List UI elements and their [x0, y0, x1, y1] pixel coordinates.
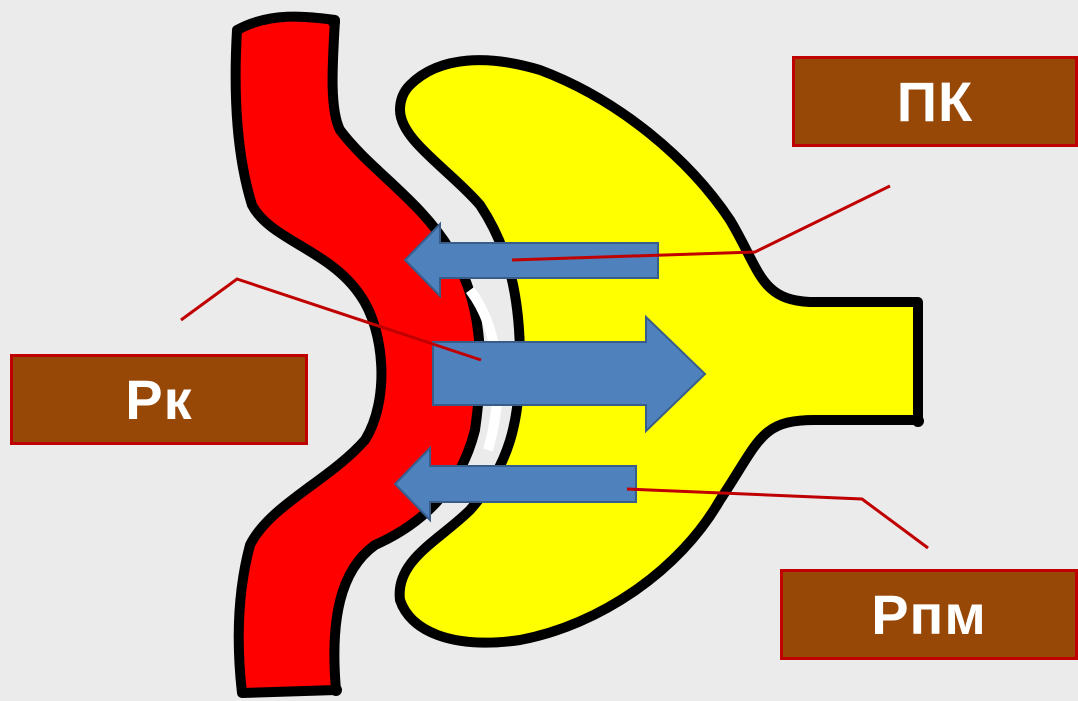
label-rpm-text: Рпм — [871, 583, 987, 646]
label-ptk-text: ПК — [896, 70, 974, 133]
capillary-end-dot-top — [328, 16, 340, 28]
leader-line-rk — [180, 277, 482, 362]
capillary-shape — [230, 11, 486, 698]
leader-line-ptk — [511, 184, 891, 262]
label-rk-text: Рк — [125, 368, 193, 431]
interstitium-end-dot — [912, 415, 924, 427]
label-ptk: ПК — [792, 56, 1078, 147]
leader-line-rpm — [626, 487, 929, 550]
arrow-bottom — [393, 445, 637, 523]
arrow-middle — [432, 314, 707, 434]
capillary-end-dot-bottom — [330, 684, 342, 696]
label-rk: Рк — [10, 354, 308, 445]
label-rpm: Рпм — [780, 569, 1078, 660]
